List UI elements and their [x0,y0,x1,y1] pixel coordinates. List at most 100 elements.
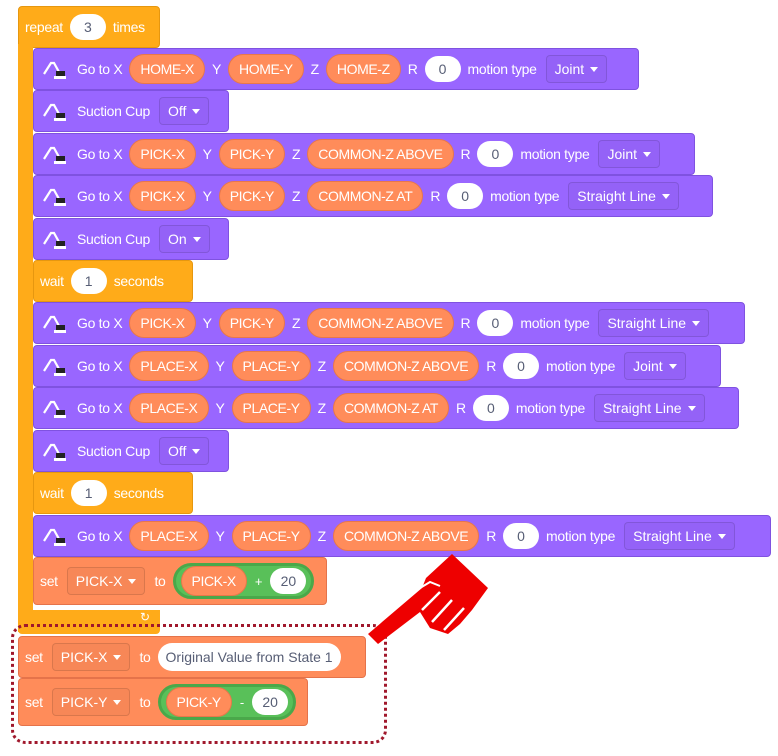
x-variable[interactable]: PICK-X [129,181,196,211]
wait-seconds-input[interactable]: 1 [70,480,107,506]
value-text-input[interactable]: Original Value from State 1 [157,643,341,671]
robot-arm-icon [43,528,66,546]
y-variable[interactable]: PICK-Y [218,139,285,169]
r-label: R [486,358,497,374]
y-variable[interactable]: PICK-Y [218,181,285,211]
motion-type-label: motion type [546,528,616,544]
x-variable[interactable]: PLACE-X [129,351,209,381]
r-input[interactable]: 0 [503,353,540,379]
repeat-loop-arrow-icon: ↻ [140,610,151,624]
goto-label: Go to X [77,358,123,374]
operator-block[interactable]: PICK-Y-20 [157,684,297,720]
set-label: set [25,694,43,710]
y-variable[interactable]: PICK-Y [218,308,285,338]
repeat-block[interactable]: repeat 3 times [18,6,160,48]
x-variable[interactable]: PLACE-X [129,521,209,551]
z-variable[interactable]: HOME-Z [325,54,401,84]
wait-label: wait [40,485,64,501]
motion-type-dropdown[interactable]: Straight Line [593,394,705,422]
suction-state-value: On [167,231,187,247]
caret-down-icon [113,654,122,660]
caret-down-icon [661,193,670,199]
z-label: Z [317,528,327,544]
y-label: Y [202,188,212,204]
motion-type-dropdown[interactable]: Joint [598,140,661,168]
y-variable[interactable]: PLACE-Y [231,351,311,381]
operator-block[interactable]: PICK-X+20 [172,563,315,599]
motion-type-dropdown[interactable]: Straight Line [624,522,735,550]
y-variable[interactable]: HOME-Y [228,54,304,84]
z-variable[interactable]: COMMON-Z ABOVE [307,308,454,338]
motion-type-label: motion type [520,315,590,331]
operand-number-input[interactable]: 20 [252,689,289,715]
z-label: Z [291,146,301,162]
to-label: to [139,649,151,665]
z-variable[interactable]: COMMON-Z ABOVE [307,139,454,169]
caret-down-icon [692,320,701,326]
z-variable[interactable]: COMMON-Z AT [307,181,424,211]
r-input[interactable]: 0 [503,523,540,549]
x-variable[interactable]: PLACE-X [129,393,209,423]
motion-type-dropdown[interactable]: Straight Line [568,182,679,210]
motion-type-dropdown[interactable]: Joint [545,55,608,83]
r-input[interactable]: 0 [477,310,514,336]
operand-variable[interactable]: PICK-Y [165,687,232,717]
suction-state-dropdown[interactable]: Off [158,437,210,465]
robot-arm-icon [43,443,66,461]
r-input[interactable]: 0 [477,141,514,167]
goto-label: Go to X [77,146,123,162]
variable-dropdown[interactable]: PICK-X [66,567,146,595]
repeat-arm [18,44,33,632]
z-variable[interactable]: COMMON-Z ABOVE [332,521,480,551]
operand-number-input[interactable]: 20 [270,568,307,594]
suction-block[interactable]: Suction Cup On [33,218,229,260]
y-label: Y [215,400,225,416]
x-variable[interactable]: PICK-X [129,139,196,169]
x-variable[interactable]: HOME-X [129,54,205,84]
wait-block[interactable]: wait 1 seconds [33,472,193,514]
caret-down-icon [192,108,201,114]
variable-dropdown[interactable]: PICK-Y [51,688,131,716]
operand-variable[interactable]: PICK-X [180,566,247,596]
seconds-label: seconds [113,485,164,501]
motion-type-dropdown[interactable]: Joint [624,352,686,380]
robot-arm-icon [43,103,66,121]
r-label: R [456,400,466,416]
y-variable[interactable]: PLACE-Y [231,393,311,423]
motion-type-dropdown[interactable]: Straight Line [598,309,710,337]
robot-arm-icon [43,61,66,79]
repeat-label: repeat [25,19,63,35]
pointing-hand-icon [368,554,488,644]
repeat-count-input[interactable]: 3 [69,14,106,40]
caret-down-icon [192,236,201,242]
r-input[interactable]: 0 [424,56,461,82]
variable-dropdown[interactable]: PICK-X [51,643,131,671]
y-variable[interactable]: PLACE-Y [231,521,311,551]
motion-type-label: motion type [490,188,560,204]
suction-state-dropdown[interactable]: Off [158,97,210,125]
wait-seconds-input[interactable]: 1 [70,268,107,294]
robot-arm-icon [43,146,66,164]
x-variable[interactable]: PICK-X [129,308,196,338]
robot-arm-icon [43,231,66,249]
suction-state-dropdown[interactable]: On [158,225,210,253]
r-input[interactable]: 0 [472,395,509,421]
goto-label: Go to X [77,528,123,544]
z-variable[interactable]: COMMON-Z AT [332,393,450,423]
suction-cup-label: Suction Cup [77,231,150,247]
z-variable[interactable]: COMMON-Z ABOVE [332,351,480,381]
r-input[interactable]: 0 [447,183,484,209]
